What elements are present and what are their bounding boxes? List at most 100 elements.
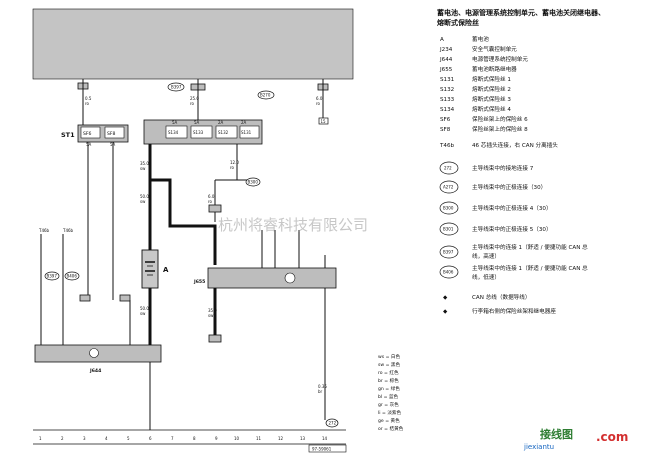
watermark: 杭州将睿科技有限公司 [218, 216, 368, 234]
grid-number: 12 [278, 436, 284, 441]
legend-title-1: 蓄电池、电源管理系统控制单元、蓄电池关闭继电器、 [437, 8, 605, 17]
legend: 蓄电池、电源管理系统控制单元、蓄电池关闭继电器、 熔断式保险丝 A 蓄电池 J2… [437, 8, 605, 315]
legend-conn-desc: 线，低速） [472, 273, 500, 281]
wire-label: 12.0 [230, 160, 239, 165]
color-code: gn = 绿色 [378, 385, 400, 392]
sf6-amp: 5A [86, 142, 92, 147]
color-code: sw = 黑色 [378, 361, 401, 368]
legend-desc: 46 芯插头连接，右 CAN 分离插头 [472, 141, 558, 149]
grid-number: 10 [234, 436, 240, 441]
legend-conn-desc: 线，高速） [472, 252, 500, 260]
legend-desc: 熔断式保险丝 1 [472, 75, 511, 83]
grid-number: 4 [105, 436, 108, 441]
color-code: br = 棕色 [378, 377, 399, 384]
main-wiring: B300 35.0 sw 50.0 sw 12.0 ro 6.0 ro [87, 142, 261, 300]
legend-conn-id: B397 [443, 250, 454, 255]
s132-label: S132 [218, 130, 229, 135]
grid-number: 8 [193, 436, 196, 441]
control-unit-j644: J644 [34, 344, 162, 430]
s133-label: S133 [193, 130, 204, 135]
conn-b397: B397 [171, 85, 182, 90]
st1-fuse-holder: ST1 SF6 SF8 5A 5A [61, 124, 129, 147]
wire-color: sw [140, 166, 146, 171]
legend-code: A [440, 37, 444, 43]
wire-color: ro [230, 165, 235, 170]
fuse-rating: 2A [241, 120, 247, 125]
terminal-15: 15 [321, 119, 327, 124]
grid-number: 1 [39, 436, 42, 441]
st1-label: ST1 [61, 131, 75, 139]
color-legend: ws = 白色 sw = 黑色 ro = 红色 br = 棕色 gn = 绿色 … [378, 353, 404, 432]
color-code: ro = 红色 [378, 369, 399, 376]
legend-desc: 电源管理系统控制单元 [472, 55, 528, 63]
legend-code: S132 [440, 87, 454, 93]
relay-j655: J655 35.0 sw 0.35 br [193, 230, 337, 420]
legend-desc: 保险丝架上的保险丝 6 [472, 115, 528, 123]
wire-label: 50.0 [140, 306, 149, 311]
drawing-id: 97-59061 [312, 447, 332, 452]
legend-code: J655 [439, 67, 453, 73]
legend-title-2: 熔断式保险丝 [437, 18, 479, 27]
legend-code: S134 [440, 107, 455, 113]
legend-code: J644 [439, 57, 453, 63]
j655-label: J655 [193, 279, 205, 285]
ground-272: 272 [325, 418, 339, 428]
fuse-rating: 5A [172, 120, 178, 125]
logo-text: 接线图 [540, 427, 573, 441]
grid-number: 2 [61, 436, 64, 441]
color-code: gr = 灰色 [378, 401, 399, 408]
legend-desc: 熔断式保险丝 2 [472, 85, 511, 93]
wire-label: 0.35 [318, 384, 327, 389]
site-logo: 接线图 jiexiantu .com [523, 427, 628, 451]
legend-code: S131 [440, 77, 455, 83]
legend-desc: 保险丝架上的保险丝 8 [472, 125, 528, 133]
wire-label: 25.0 [190, 96, 199, 101]
legend-conn-desc: 主导线束中的正极连接（30） [472, 183, 546, 191]
grid-number: 5 [127, 436, 130, 441]
fuse-rating: 5A [194, 120, 200, 125]
battery-a: A 50.0 sw [140, 249, 169, 345]
conn-b397-2: B397 [47, 274, 58, 279]
wire-label: 6.0 [208, 194, 215, 199]
conn-b300: B300 [248, 180, 259, 185]
wire-color: sw [140, 199, 146, 204]
legend-desc: 熔断式保险丝 3 [472, 95, 511, 103]
wire-color: ro [85, 101, 90, 106]
left-connectors: T46b T46b B397 B406 [38, 228, 131, 345]
t46b-2: T46b [62, 228, 74, 233]
wire-label: 35.0 [208, 308, 217, 313]
legend-code: SF6 [440, 117, 451, 123]
supply-panel [32, 8, 354, 80]
wire-color: ro [316, 101, 321, 106]
legend-desc: 熔断式保险丝 4 [472, 105, 511, 113]
logo-domain: jiexiantu [523, 443, 554, 451]
grid-number: 7 [171, 436, 174, 441]
grid-number: 3 [83, 436, 86, 441]
wire-color: ro [208, 199, 213, 204]
legend-code: S133 [440, 97, 455, 103]
legend-code: J234 [439, 47, 453, 53]
fuse-box-s13x: S134 S133 S132 S131 5A 5A 2A 2A [143, 119, 263, 145]
supply-wires: 0.5 ro 25.0 ro 6.0 ro 15 [82, 79, 329, 125]
bullet: ◆ [443, 295, 448, 301]
legend-conn-desc: 主导线束中的接地连接 7 [472, 164, 534, 172]
logo-com: .com [596, 430, 628, 444]
wire-label: 6.0 [316, 96, 323, 101]
legend-desc: 蓄电池 [472, 35, 489, 43]
grid-number: 9 [215, 436, 218, 441]
fuse-rating: 2A [218, 120, 224, 125]
legend-conn-id: A272 [443, 185, 454, 190]
color-code: li = 淡紫色 [378, 409, 402, 416]
grid-number: 14 [322, 436, 328, 441]
battery-label: A [163, 266, 169, 274]
wire-color: br [318, 389, 323, 394]
legend-note: 行李箱右侧的保险丝架和继电器座 [472, 307, 556, 315]
wire-label: 0.5 [85, 96, 92, 101]
sf6-label: SF6 [83, 131, 92, 137]
s134-label: S134 [168, 130, 179, 135]
legend-desc: 安全气囊控制单元 [472, 45, 517, 53]
conn-b270: B270 [260, 93, 271, 98]
legend-conn-desc: 主导线束中的连接 1（舒适 / 便捷功能 CAN 总 [472, 264, 588, 272]
conn-272: 272 [329, 421, 337, 426]
legend-conn-id: 272 [444, 166, 452, 171]
